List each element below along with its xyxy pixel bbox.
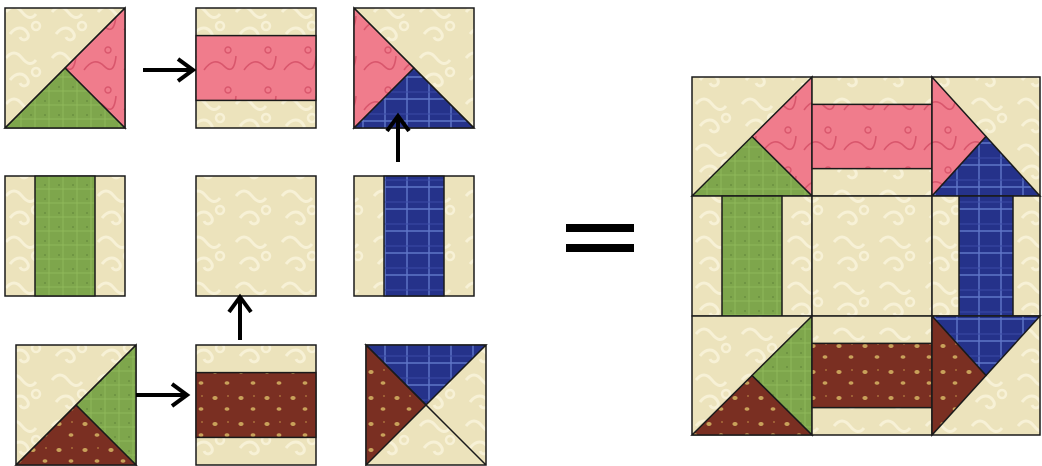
horizontal-strip-patch bbox=[196, 373, 316, 438]
finished-navy-strip-unit bbox=[932, 196, 1040, 316]
half-square-triangle-pink-green-unit bbox=[5, 8, 125, 128]
horizontal-strip-patch bbox=[812, 104, 932, 168]
finished-center-square-unit bbox=[812, 196, 932, 316]
half-square-triangle-pink-navy-unit bbox=[354, 8, 474, 128]
background-square bbox=[812, 196, 932, 316]
background-square bbox=[196, 176, 316, 296]
vertical-strip-patch bbox=[384, 176, 444, 296]
vertical-strip-patch bbox=[959, 196, 1013, 316]
horizontal-strip-patch bbox=[812, 343, 932, 407]
vertical-strip-patch bbox=[722, 196, 782, 316]
arrow-right-top bbox=[143, 59, 193, 81]
finished-green-strip-unit bbox=[692, 196, 812, 316]
horizontal-strip-patch bbox=[196, 36, 316, 101]
finished-half-square-triangle-green-brown-unit bbox=[692, 316, 812, 435]
brown-strip-unit bbox=[196, 345, 316, 465]
vertical-strip-patch bbox=[35, 176, 95, 296]
pink-strip-unit bbox=[196, 8, 316, 128]
center-square-unit bbox=[196, 176, 316, 296]
finished-quilt-block bbox=[692, 77, 1040, 435]
finished-half-square-triangle-pink-navy-unit bbox=[932, 77, 1040, 196]
finished-half-square-triangle-pink-green-unit bbox=[692, 77, 812, 196]
equals-bar-bottom bbox=[566, 244, 634, 252]
half-square-triangle-green-brown-unit bbox=[16, 345, 136, 465]
half-square-triangle-navy-brown-unit bbox=[366, 345, 486, 465]
navy-strip-unit bbox=[354, 176, 474, 296]
finished-pink-strip-unit bbox=[812, 77, 932, 196]
arrow-up-center-column bbox=[229, 297, 251, 340]
equals-sign-icon bbox=[566, 224, 634, 252]
finished-brown-strip-unit bbox=[812, 316, 932, 435]
green-strip-unit bbox=[5, 176, 125, 296]
finished-half-square-triangle-navy-brown-unit bbox=[932, 316, 1040, 435]
equals-bar-top bbox=[566, 224, 634, 232]
arrow-right-bottom bbox=[136, 384, 187, 406]
